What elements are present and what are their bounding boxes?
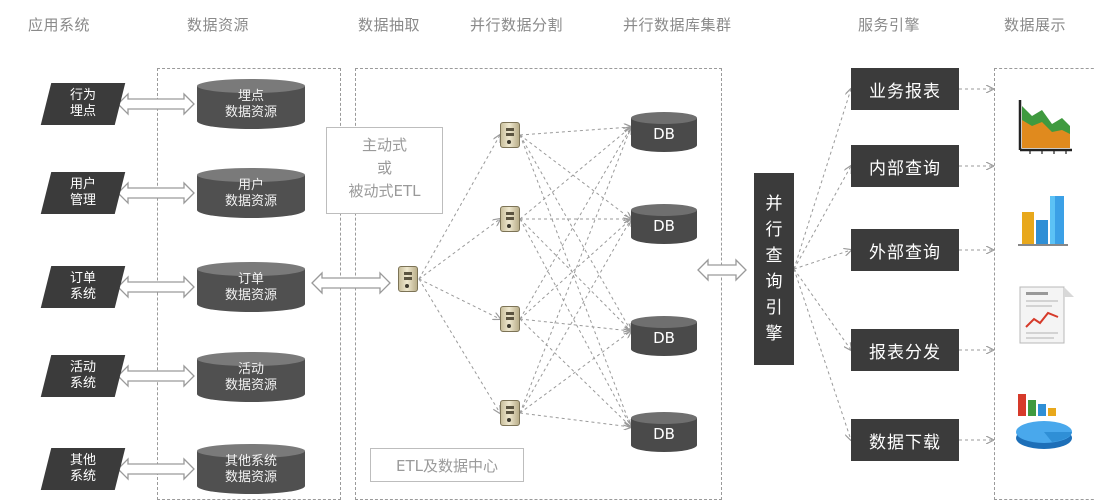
service-external-query: 外部查询: [851, 229, 959, 271]
engine-service-line-2: [793, 166, 851, 270]
header-cluster: 并行数据库集群: [623, 16, 732, 34]
app-other: 其他 系统: [46, 448, 120, 490]
app-tracking-label: 行为 埋点: [69, 88, 96, 119]
bar-chart-icon: [1014, 190, 1074, 252]
source-order: 订单 数据资源: [197, 262, 305, 312]
source-activity-label: 活动 数据资源: [224, 362, 277, 393]
engine-service-line-1: [793, 89, 851, 270]
db-node-3-label: DB: [653, 329, 675, 347]
app-other-label: 其他 系统: [69, 453, 96, 484]
app-order: 订单 系统: [46, 266, 120, 308]
header-apps: 应用系统: [28, 16, 91, 34]
report-document-icon: [1016, 283, 1076, 345]
source-user: 用户 数据资源: [197, 168, 305, 218]
split-db-line-2-1: [519, 127, 631, 220]
service-data-download: 数据下载: [851, 419, 959, 461]
db-node-4: DB: [631, 412, 697, 452]
etl-mode-box: 主动式 或 被动式ETL: [326, 127, 443, 214]
header-split: 并行数据分割: [470, 16, 564, 34]
etl-split-line-4: [418, 278, 500, 413]
split-db-line-4-1: [519, 127, 631, 414]
header-engine: 服务引擎: [858, 16, 921, 34]
split-server-1-icon: [500, 122, 520, 148]
app-activity: 活动 系统: [46, 355, 120, 397]
db-node-2: DB: [631, 204, 697, 244]
split-db-line-2-4: [519, 218, 631, 427]
source-tracking: 埋点 数据资源: [197, 79, 305, 129]
source-tracking-label: 埋点 数据资源: [224, 89, 277, 120]
db-node-2-label: DB: [653, 217, 675, 235]
app-tracking: 行为 埋点: [46, 83, 120, 125]
pie-chart-3d-icon: [1012, 388, 1072, 450]
header-sources: 数据资源: [187, 16, 250, 34]
split-server-2-icon: [500, 206, 520, 232]
app-source-arrow-2: [117, 181, 195, 205]
split-db-line-1-1: [519, 127, 631, 136]
app-source-arrow-3: [117, 275, 195, 299]
etl-split-line-3: [418, 278, 500, 319]
split-db-line-3-1: [519, 127, 631, 320]
app-order-label: 订单 系统: [69, 271, 96, 302]
app-source-arrow-4: [117, 364, 195, 388]
area-chart-icon: [1014, 94, 1074, 156]
app-source-arrow-5: [117, 457, 195, 481]
app-activity-label: 活动 系统: [69, 360, 96, 391]
split-server-4-icon: [500, 400, 520, 426]
etl-server-icon: [398, 266, 418, 292]
db-node-3: DB: [631, 316, 697, 356]
source-etl-arrow: [311, 271, 391, 295]
source-other-label: 其他系统 数据资源: [224, 454, 277, 485]
source-activity: 活动 数据资源: [197, 352, 305, 402]
db-node-1-label: DB: [653, 125, 675, 143]
split-db-line-1-4: [519, 134, 631, 427]
db-node-1: DB: [631, 112, 697, 152]
split-db-line-4-3: [519, 331, 631, 414]
split-db-line-2-3: [519, 218, 631, 331]
header-extract: 数据抽取: [358, 16, 421, 34]
source-other: 其他系统 数据资源: [197, 444, 305, 494]
parallel-query-engine: 并 行 查 询 引 擎: [754, 173, 794, 365]
engine-service-line-3: [793, 250, 851, 270]
service-business-report: 业务报表: [851, 68, 959, 110]
source-order-label: 订单 数据资源: [224, 272, 277, 303]
db-node-4-label: DB: [653, 425, 675, 443]
cluster-engine-arrow: [697, 258, 747, 282]
split-server-3-icon: [500, 306, 520, 332]
split-db-line-1-3: [519, 134, 631, 331]
app-user-label: 用户 管理: [69, 177, 96, 208]
source-user-label: 用户 数据资源: [224, 178, 277, 209]
split-db-line-3-2: [519, 219, 631, 320]
etl-split-line-2: [418, 219, 500, 280]
app-source-arrow-1: [117, 92, 195, 116]
service-internal-query: 内部查询: [851, 145, 959, 187]
split-db-line-4-2: [519, 219, 631, 414]
service-report-distribution: 报表分发: [851, 329, 959, 371]
split-db-line-4-4: [519, 412, 631, 427]
engine-service-line-5: [793, 268, 851, 440]
split-db-line-3-3: [519, 318, 631, 331]
engine-service-line-4: [793, 268, 851, 350]
split-db-line-1-2: [519, 134, 631, 219]
app-user: 用户 管理: [46, 172, 120, 214]
etl-data-center-label: ETL及数据中心: [370, 448, 524, 482]
split-db-line-3-4: [519, 318, 631, 427]
header-display: 数据展示: [1004, 16, 1067, 34]
